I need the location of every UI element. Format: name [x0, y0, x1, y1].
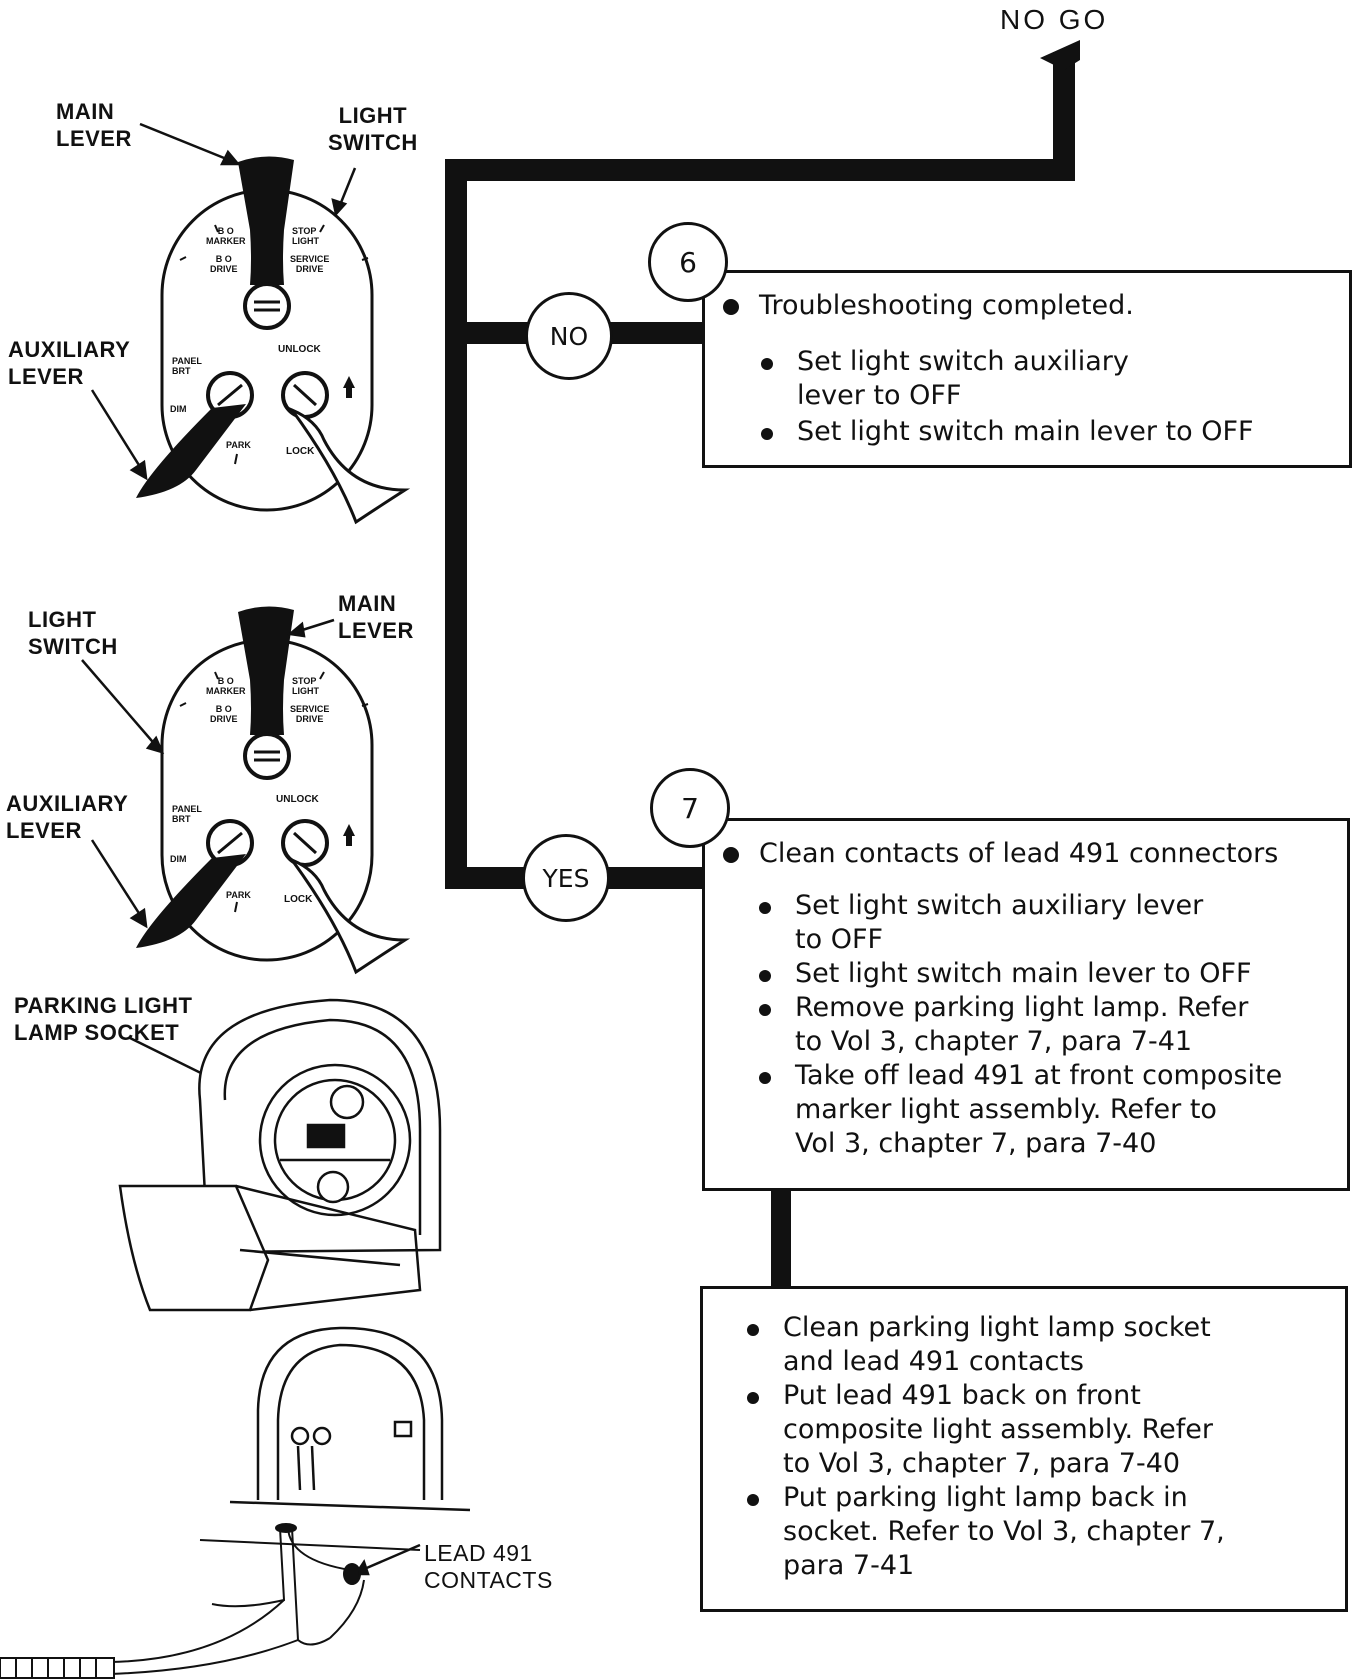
top-lock: LOCK: [286, 446, 315, 457]
switch-top-drawing: [136, 156, 411, 525]
yes-decision: YES: [522, 834, 610, 922]
no-decision: NO: [525, 292, 613, 380]
nogo-arrow-tip: [1040, 40, 1080, 70]
bottom-bo-marker: B O MARKER: [206, 676, 246, 696]
bottom-bo-drive: B O DRIVE: [210, 704, 238, 724]
step7-item-1: Set light switch auxiliary lever to OFF: [751, 889, 1337, 957]
nogo-label: NO GO: [1000, 4, 1109, 35]
yes-decision-label: YES: [542, 863, 590, 893]
main-lever-top: [238, 156, 294, 285]
top-main-lever-label: MAIN LEVER: [56, 99, 132, 151]
bottom-park: PARK: [226, 890, 251, 900]
aux-lever-bottom: [136, 854, 246, 948]
bottom-stop-light: STOP LIGHT: [292, 676, 319, 696]
lamp-socket-shape: [306, 1123, 346, 1149]
lead-wiring-drawing: [0, 1523, 421, 1679]
top-bo-marker: B O MARKER: [206, 226, 246, 246]
step6-title: Troubleshooting completed.: [715, 289, 1339, 323]
bottom-main-lever-label: MAIN LEVER: [338, 591, 414, 643]
step7-number: 7: [650, 768, 730, 848]
bottom-lock: LOCK: [284, 894, 313, 905]
step6-box: Troubleshooting completed. Set light swi…: [702, 270, 1352, 468]
bottom-light-switch-label: LIGHT SWITCH: [28, 607, 118, 659]
step7-item-2: Set light switch main lever to OFF: [751, 957, 1337, 991]
parking-light-drawing: [118, 998, 442, 1312]
top-park: PARK: [226, 440, 251, 450]
no-decision-label: NO: [549, 321, 589, 351]
main-lever-bottom: [238, 606, 294, 735]
top-panel-brt: PANEL BRT: [172, 356, 202, 376]
bottom-unlock: UNLOCK: [276, 794, 319, 805]
top-auxiliary-lever-label: AUXILIARY LEVER: [8, 337, 131, 389]
step7-title: Clean contacts of lead 491 connectors: [715, 837, 1337, 871]
top-light-switch-label: LIGHT SWITCH: [328, 103, 418, 155]
step6-item-2: Set light switch main lever to OFF: [753, 415, 1339, 449]
bottom-service-drive: SERVICE DRIVE: [290, 704, 330, 724]
step7-item-3: Remove parking light lamp. Refer to Vol …: [751, 991, 1337, 1059]
aux-lever-top: [136, 404, 246, 498]
step8-item-2: Put lead 491 back on front composite lig…: [739, 1379, 1335, 1481]
lamp-socket-label: PARKING LIGHT LAMP SOCKET: [14, 993, 193, 1045]
step7-box: Clean contacts of lead 491 connectors Se…: [702, 818, 1350, 1191]
top-unlock: UNLOCK: [278, 344, 321, 355]
step7-number-label: 7: [681, 791, 699, 825]
step6-number: 6: [648, 222, 728, 302]
bottom-auxiliary-lever-label: AUXILIARY LEVER: [6, 791, 129, 843]
step6-item-1: Set light switch auxiliary lever to OFF: [753, 345, 1339, 413]
lead-contacts-label: LEAD 491 CONTACTS: [424, 1540, 553, 1593]
step7-item-4: Take off lead 491 at front composite mar…: [751, 1059, 1337, 1161]
step8-box: Clean parking light lamp socket and lead…: [700, 1286, 1348, 1612]
housing-lower-drawing: [229, 1326, 471, 1512]
bottom-dim: DIM: [170, 854, 187, 864]
bottom-panel-brt: PANEL BRT: [172, 804, 202, 824]
top-service-drive: SERVICE DRIVE: [290, 254, 330, 274]
top-stop-light: STOP LIGHT: [292, 226, 319, 246]
main-flow-line: [445, 52, 1075, 889]
step8-item-3: Put parking light lamp back in socket. R…: [739, 1481, 1335, 1583]
switch-bottom-drawing: [136, 606, 411, 975]
top-bo-drive: B O DRIVE: [210, 254, 238, 274]
top-dim: DIM: [170, 404, 187, 414]
step8-item-1: Clean parking light lamp socket and lead…: [739, 1311, 1335, 1379]
step6-number-label: 6: [679, 245, 697, 279]
